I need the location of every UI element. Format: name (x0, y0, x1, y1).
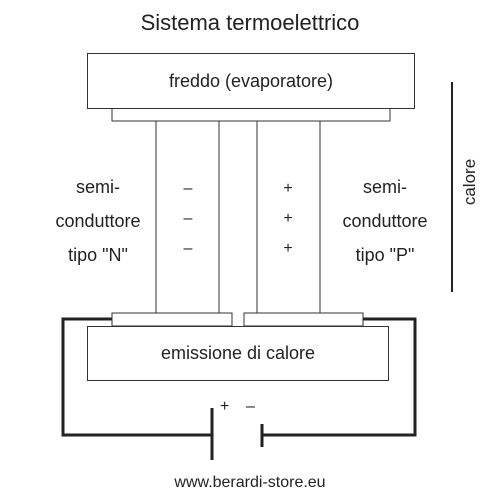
plus-sign: + (283, 180, 293, 197)
hot-plate-label: emissione di calore (160, 343, 316, 363)
battery-minus-sign: – (246, 398, 255, 415)
cold-plate: freddo (evaporatore) (87, 53, 415, 109)
heat-side-label: calore (460, 158, 479, 206)
plus-sign: + (283, 240, 293, 257)
p-label-line: conduttore (342, 211, 428, 231)
p-label-line: tipo "P" (355, 245, 415, 265)
plus-sign: + (283, 210, 293, 227)
battery-plus-sign: + (220, 398, 230, 415)
hot-connector-right (243, 312, 364, 327)
circuit-wire (61, 317, 417, 437)
p-semiconductor-label: semi- conduttore tipo "P" (330, 170, 440, 272)
diagram-title: Sistema termoelettrico (140, 10, 360, 35)
minus-sign: – (183, 240, 193, 257)
p-label-line: semi- (363, 177, 407, 197)
n-label-line: conduttore (55, 211, 141, 231)
p-leg (256, 120, 321, 314)
n-semiconductor-label: semi- conduttore tipo "N" (48, 170, 148, 272)
n-charge-signs: – – – (178, 174, 198, 264)
n-label-line: tipo "N" (68, 245, 128, 265)
hot-connector-left (111, 312, 233, 327)
website-footer: www.berardi-store.eu (174, 474, 326, 491)
hot-plate: emissione di calore (87, 326, 389, 381)
minus-sign: – (183, 180, 193, 197)
p-charge-signs: + + + (278, 174, 298, 264)
cold-connector (111, 107, 391, 122)
minus-sign: – (183, 210, 193, 227)
n-label-line: semi- (76, 177, 120, 197)
cold-plate-label: freddo (evaporatore) (168, 70, 334, 91)
